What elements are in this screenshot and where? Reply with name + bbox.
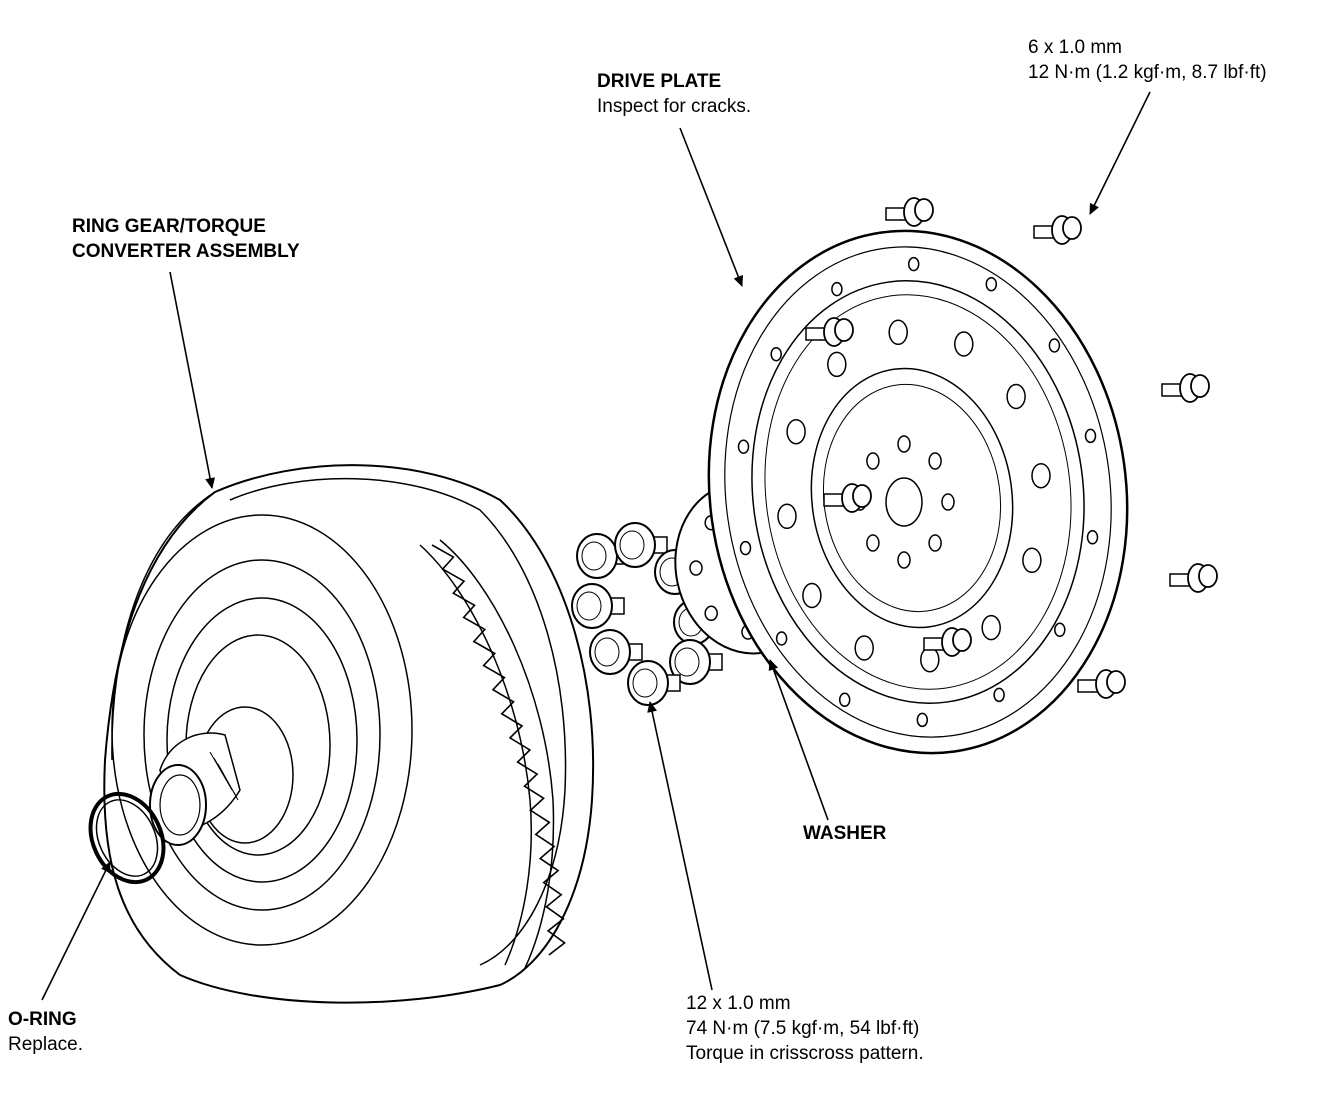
large-bolt-note: Torque in crisscross pattern.	[686, 1043, 924, 1064]
flange-bolt-face	[674, 647, 700, 677]
plate-hole	[802, 582, 822, 609]
flange-bolt-face	[619, 530, 645, 560]
flange-bolt	[571, 583, 625, 629]
small-bolt-head	[1106, 670, 1126, 694]
plate-rim-hole	[831, 281, 843, 297]
flange-bolt-set	[571, 522, 727, 706]
plate-inner-hole	[928, 534, 942, 552]
washer-label: WASHER	[803, 823, 887, 844]
small-bolt-head	[1062, 216, 1082, 240]
flange-bolt-head	[589, 629, 631, 675]
large-bolt-size-label: 12 x 1.0 mm	[686, 993, 791, 1014]
small-bolt	[805, 317, 854, 347]
flange-bolt-head	[627, 660, 669, 706]
flange-bolt-face	[576, 591, 602, 621]
ring-gear-teeth	[431, 544, 566, 956]
plate-rim-hole	[1084, 428, 1097, 444]
plate-hole	[854, 635, 874, 661]
washer-hole	[704, 605, 718, 622]
small-bolt-head	[1190, 374, 1210, 398]
drive-plate-holes	[737, 256, 1099, 728]
leader-lines	[41, 91, 1151, 1001]
small-bolt	[885, 197, 934, 227]
plate-hole	[954, 331, 974, 357]
o-ring-title: O-RING	[8, 1009, 77, 1030]
small-bolt	[1077, 669, 1126, 699]
flange-bolt-face	[594, 637, 620, 667]
ring-gear-label-line1: RING GEAR/TORQUE	[72, 216, 266, 237]
small-bolt-head	[952, 628, 972, 652]
plate-rim-hole	[1048, 338, 1061, 353]
plate-hole	[786, 418, 806, 445]
small-bolt-head	[834, 318, 854, 342]
flange-bolt-face	[581, 541, 607, 571]
plate-inner-hole	[866, 534, 880, 552]
o-ring-note: Replace.	[8, 1034, 83, 1055]
torque-converter	[103, 464, 595, 1004]
plate-rim-hole	[1086, 530, 1099, 545]
plate-hole	[920, 646, 940, 673]
small-bolt	[1161, 373, 1210, 403]
small-bolt-head	[914, 198, 934, 222]
plate-rim-hole	[993, 687, 1005, 703]
small-bolt	[1033, 215, 1082, 245]
plate-rim-hole	[775, 631, 788, 646]
plate-inner-hole	[941, 493, 955, 511]
small-bolt-head	[1198, 564, 1218, 588]
plate-rim-hole	[737, 439, 750, 454]
drive-plate-note: Inspect for cracks.	[597, 96, 752, 117]
small-bolt-torque-label: 12 N·m (1.2 kgf·m, 8.7 lbf·ft)	[1028, 62, 1267, 83]
plate-rim-hole	[770, 346, 782, 362]
large-bolt-torque-label: 74 N·m (7.5 kgf·m, 54 lbf·ft)	[686, 1018, 920, 1039]
flange-bolt	[589, 629, 643, 675]
plate-inner-hole	[928, 452, 942, 470]
small-bolt-head	[852, 484, 872, 508]
flange-bolt	[669, 639, 723, 685]
plate-hole	[1006, 383, 1026, 410]
drive-plate	[707, 229, 1129, 755]
small-bolt-set	[805, 197, 1218, 699]
flange-bolt-face	[632, 668, 658, 698]
flange-bolt	[614, 522, 668, 568]
plate-hole	[777, 503, 797, 530]
small-bolt-size-label: 6 x 1.0 mm	[1028, 37, 1122, 58]
gear-tooth-profile	[431, 544, 566, 956]
small-bolt	[923, 627, 972, 657]
drive-plate-title: DRIVE PLATE	[597, 71, 722, 92]
washer-hole	[689, 560, 703, 576]
flange-bolt	[627, 660, 681, 706]
plate-rim-hole	[838, 692, 851, 708]
small-bolt	[823, 483, 872, 513]
plate-inner-hole	[897, 551, 911, 569]
o-ring	[88, 791, 166, 885]
plate-inner-hole	[897, 435, 911, 453]
flange-bolt-head	[571, 583, 613, 629]
plate-hole	[888, 319, 908, 346]
plate-hole	[827, 351, 847, 378]
plate-rim-hole	[985, 276, 998, 292]
ring-gear-label-line2: CONVERTER ASSEMBLY	[72, 241, 300, 262]
flange-bolt-head	[576, 533, 618, 579]
plate-rim-hole	[739, 540, 752, 556]
plate-hole	[981, 614, 1001, 641]
plate-inner-hole	[866, 452, 880, 470]
plate-rim-hole	[916, 712, 929, 728]
plate-hole	[1031, 462, 1051, 489]
small-bolt	[1169, 563, 1218, 593]
plate-rim-hole	[1054, 622, 1066, 638]
plate-hole	[1022, 547, 1042, 574]
flange-bolt-head	[614, 522, 656, 568]
plate-rim-hole	[907, 256, 920, 272]
